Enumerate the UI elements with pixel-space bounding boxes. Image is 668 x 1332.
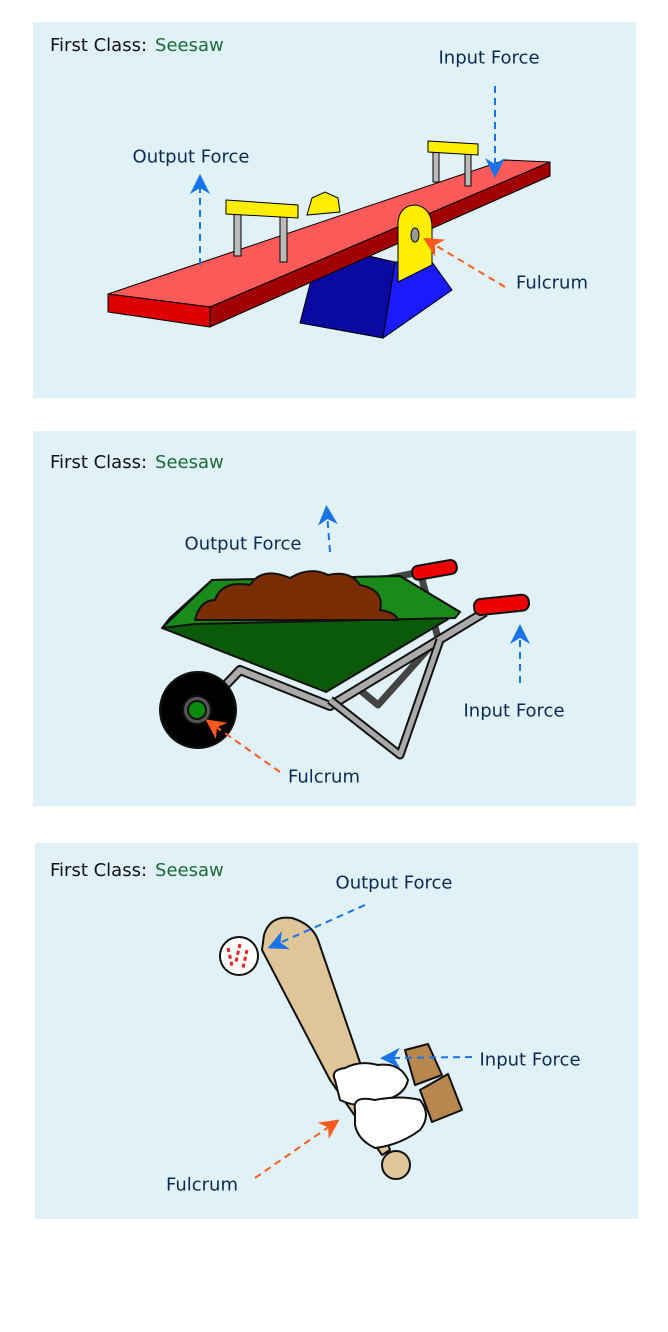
panel-title: First Class: (50, 35, 148, 56)
seesaw-plank-side (209, 161, 551, 328)
fulcrum-label: Fulcrum (287, 766, 361, 788)
fulcrum-arrow (254, 1119, 340, 1179)
wheelbarrow-grip-back (411, 559, 458, 581)
seesaw-illustration (107, 140, 551, 340)
wheelbarrow-leg-inner (328, 639, 443, 758)
seesaw-pole (279, 215, 288, 263)
seesaw-front-handle (225, 199, 299, 219)
seesaw-fulcrum-support (397, 204, 433, 283)
output-force-label: Output Force (184, 533, 302, 555)
fulcrum-arrow (205, 719, 281, 773)
bat-forearm (419, 1073, 463, 1123)
seesaw-back-handle (427, 140, 479, 156)
fulcrum-arrow (423, 237, 506, 288)
seesaw-pole (233, 213, 242, 257)
seesaw-pole (432, 149, 440, 183)
fulcrum-label: Fulcrum (515, 272, 589, 294)
panel-subtitle: Seesaw (155, 452, 224, 473)
panel-title: First Class: (50, 860, 148, 881)
bat-forearm (404, 1043, 443, 1086)
panel-header: First Class: Seesaw (50, 860, 224, 881)
panel-subtitle: Seesaw (155, 35, 224, 56)
seesaw-pole (464, 151, 472, 187)
panel-title: First Class: (50, 452, 148, 473)
wheelbarrow-grip-front (472, 593, 530, 616)
output-force-arrow (267, 904, 366, 950)
panel-subtitle: Seesaw (155, 860, 224, 881)
wheelbarrow-illustration (159, 559, 530, 760)
panel-header: First Class: Seesaw (50, 35, 224, 56)
bat-knob (381, 1150, 411, 1180)
seesaw-base-right (382, 261, 453, 340)
output-force-label: Output Force (335, 872, 453, 894)
output-force-arrow (317, 505, 338, 553)
baseball (219, 936, 259, 976)
wheelbarrow-soil (194, 570, 399, 621)
wheelbarrow-hub (187, 700, 207, 720)
seesaw-back-support (306, 191, 341, 216)
baseball-stitches (226, 943, 249, 969)
bat-illustration (219, 916, 463, 1180)
fulcrum-label: Fulcrum (165, 1174, 239, 1196)
glove-bottom (353, 1096, 427, 1149)
input-force-label: Input Force (438, 47, 540, 69)
seesaw-pivot-hole (410, 227, 420, 243)
output-force-label: Output Force (132, 146, 250, 168)
input-force-label: Input Force (463, 700, 565, 722)
input-force-label: Input Force (479, 1049, 581, 1071)
panel-header: First Class: Seesaw (50, 452, 224, 473)
input-force-arrow (380, 1047, 473, 1068)
